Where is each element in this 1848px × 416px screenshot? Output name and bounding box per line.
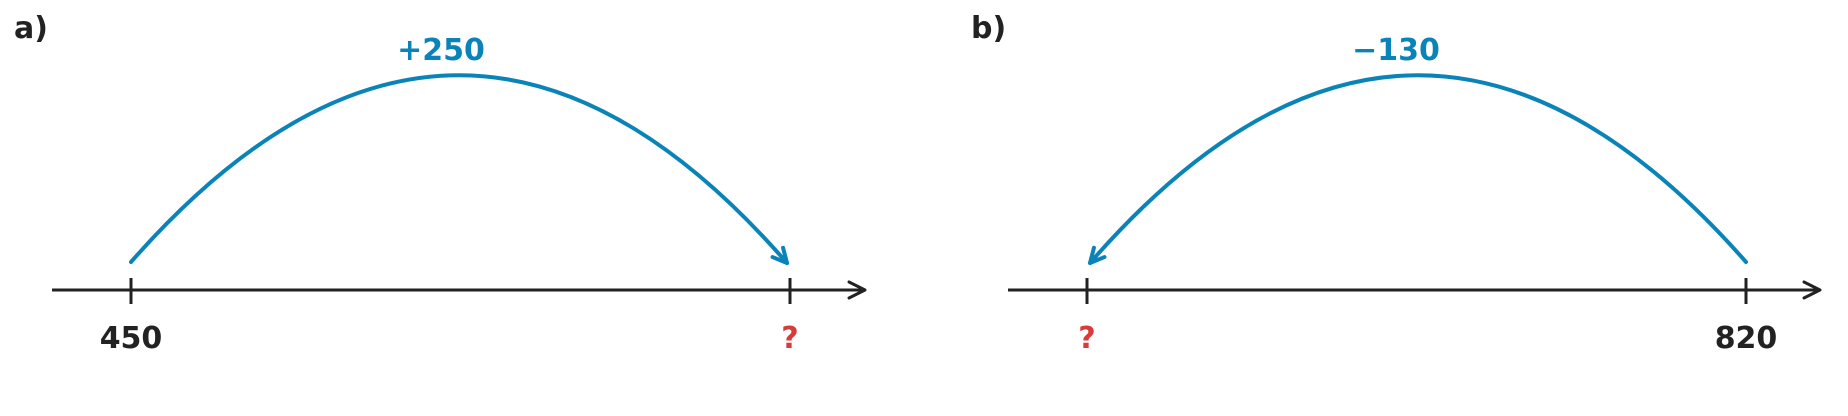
panel-b-label: b) — [971, 11, 1006, 46]
panel-b-jump-label: −130 — [1352, 33, 1440, 68]
panel-a-unknown-value: ? — [781, 321, 798, 356]
panel-a: a) +250 450 ? — [14, 11, 867, 356]
panel-b-unknown-value: ? — [1078, 321, 1095, 356]
panel-a-jump-label: +250 — [397, 33, 485, 68]
panel-b-jump-arc — [1088, 73, 1748, 265]
panel-a-label: a) — [14, 11, 48, 46]
panel-b: b) −130 ? 820 — [971, 11, 1822, 356]
panel-a-start-value: 450 — [100, 321, 163, 356]
panel-b-start-value: 820 — [1715, 321, 1778, 356]
panel-a-jump-arc — [129, 73, 789, 265]
